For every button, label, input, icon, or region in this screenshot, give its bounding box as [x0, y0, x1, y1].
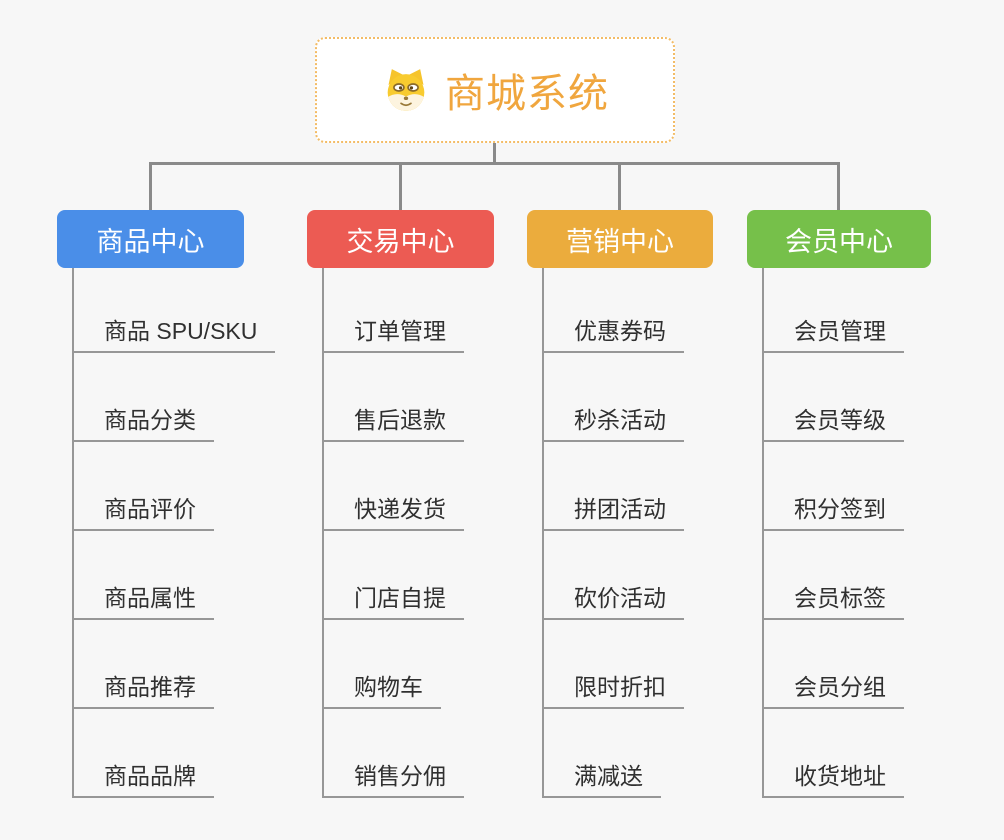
branch-node-product-center[interactable]: 商品中心 — [57, 210, 244, 268]
leaf-item[interactable]: 满减送 — [542, 709, 684, 798]
connector-drop-trade — [399, 162, 402, 210]
leaf-label: 商品 SPU/SKU — [72, 312, 276, 353]
leaf-item[interactable]: 收货地址 — [762, 709, 904, 798]
doge-icon — [381, 65, 431, 115]
leaf-label: 商品评价 — [72, 490, 214, 531]
leaf-label: 会员分组 — [762, 668, 904, 709]
root-node-mall-system[interactable]: 商城系统 — [315, 37, 675, 143]
leaf-label: 销售分佣 — [322, 757, 464, 798]
leaf-label: 商品属性 — [72, 579, 214, 620]
leaf-item[interactable]: 商品评价 — [72, 442, 275, 531]
leaf-label: 限时折扣 — [542, 668, 684, 709]
connector-drop-products — [149, 162, 152, 210]
leaf-label: 商品品牌 — [72, 757, 214, 798]
leaf-item[interactable]: 秒杀活动 — [542, 353, 684, 442]
leaf-item[interactable]: 销售分佣 — [322, 709, 464, 798]
leaf-item[interactable]: 会员标签 — [762, 531, 904, 620]
connector-root-stem — [493, 143, 496, 164]
leaf-label: 商品分类 — [72, 401, 214, 442]
leaf-item[interactable]: 商品推荐 — [72, 620, 275, 709]
leaf-label: 优惠券码 — [542, 312, 684, 353]
leaf-label: 会员标签 — [762, 579, 904, 620]
leaf-label: 秒杀活动 — [542, 401, 684, 442]
leaf-label: 会员管理 — [762, 312, 904, 353]
leaf-item[interactable]: 砍价活动 — [542, 531, 684, 620]
leaf-item[interactable]: 商品品牌 — [72, 709, 275, 798]
leaf-label: 满减送 — [542, 757, 661, 798]
leaf-item[interactable]: 快递发货 — [322, 442, 464, 531]
leaf-item[interactable]: 售后退款 — [322, 353, 464, 442]
leaf-column-marketing-center: 优惠券码 秒杀活动 拼团活动 砍价活动 限时折扣 满减送 — [542, 268, 684, 798]
connector-drop-marketing — [618, 162, 621, 210]
branch-node-trade-center[interactable]: 交易中心 — [307, 210, 494, 268]
leaf-item[interactable]: 门店自提 — [322, 531, 464, 620]
branch-node-marketing-center[interactable]: 营销中心 — [527, 210, 713, 268]
leaf-item[interactable]: 购物车 — [322, 620, 464, 709]
leaf-item[interactable]: 订单管理 — [322, 268, 464, 353]
leaf-column-member-center: 会员管理 会员等级 积分签到 会员标签 会员分组 收货地址 — [762, 268, 904, 798]
branch-node-member-center[interactable]: 会员中心 — [747, 210, 931, 268]
leaf-item[interactable]: 限时折扣 — [542, 620, 684, 709]
leaf-label: 售后退款 — [322, 401, 464, 442]
leaf-label: 砍价活动 — [542, 579, 684, 620]
leaf-column-trade-center: 订单管理 售后退款 快递发货 门店自提 购物车 销售分佣 — [322, 268, 464, 798]
leaf-column-product-center: 商品 SPU/SKU 商品分类 商品评价 商品属性 商品推荐 商品品牌 — [72, 268, 276, 798]
connector-horizontal-bar — [149, 162, 840, 165]
leaf-label: 拼团活动 — [542, 490, 684, 531]
root-title: 商城系统 — [445, 72, 609, 116]
leaf-item[interactable]: 拼团活动 — [542, 442, 684, 531]
leaf-item[interactable]: 积分签到 — [762, 442, 904, 531]
leaf-item[interactable]: 会员等级 — [762, 353, 904, 442]
leaf-label: 快递发货 — [322, 490, 464, 531]
leaf-item[interactable]: 优惠券码 — [542, 268, 684, 353]
leaf-item[interactable]: 商品分类 — [72, 353, 275, 442]
leaf-label: 订单管理 — [322, 312, 464, 353]
leaf-label: 商品推荐 — [72, 668, 214, 709]
leaf-label: 门店自提 — [322, 579, 464, 620]
connector-drop-member — [837, 162, 840, 210]
leaf-item[interactable]: 会员管理 — [762, 268, 904, 353]
leaf-label: 收货地址 — [762, 757, 904, 798]
leaf-item[interactable]: 商品属性 — [72, 531, 275, 620]
leaf-label: 积分签到 — [762, 490, 904, 531]
leaf-label: 会员等级 — [762, 401, 904, 442]
leaf-item[interactable]: 商品 SPU/SKU — [72, 268, 276, 353]
leaf-item[interactable]: 会员分组 — [762, 620, 904, 709]
leaf-label: 购物车 — [322, 668, 441, 709]
